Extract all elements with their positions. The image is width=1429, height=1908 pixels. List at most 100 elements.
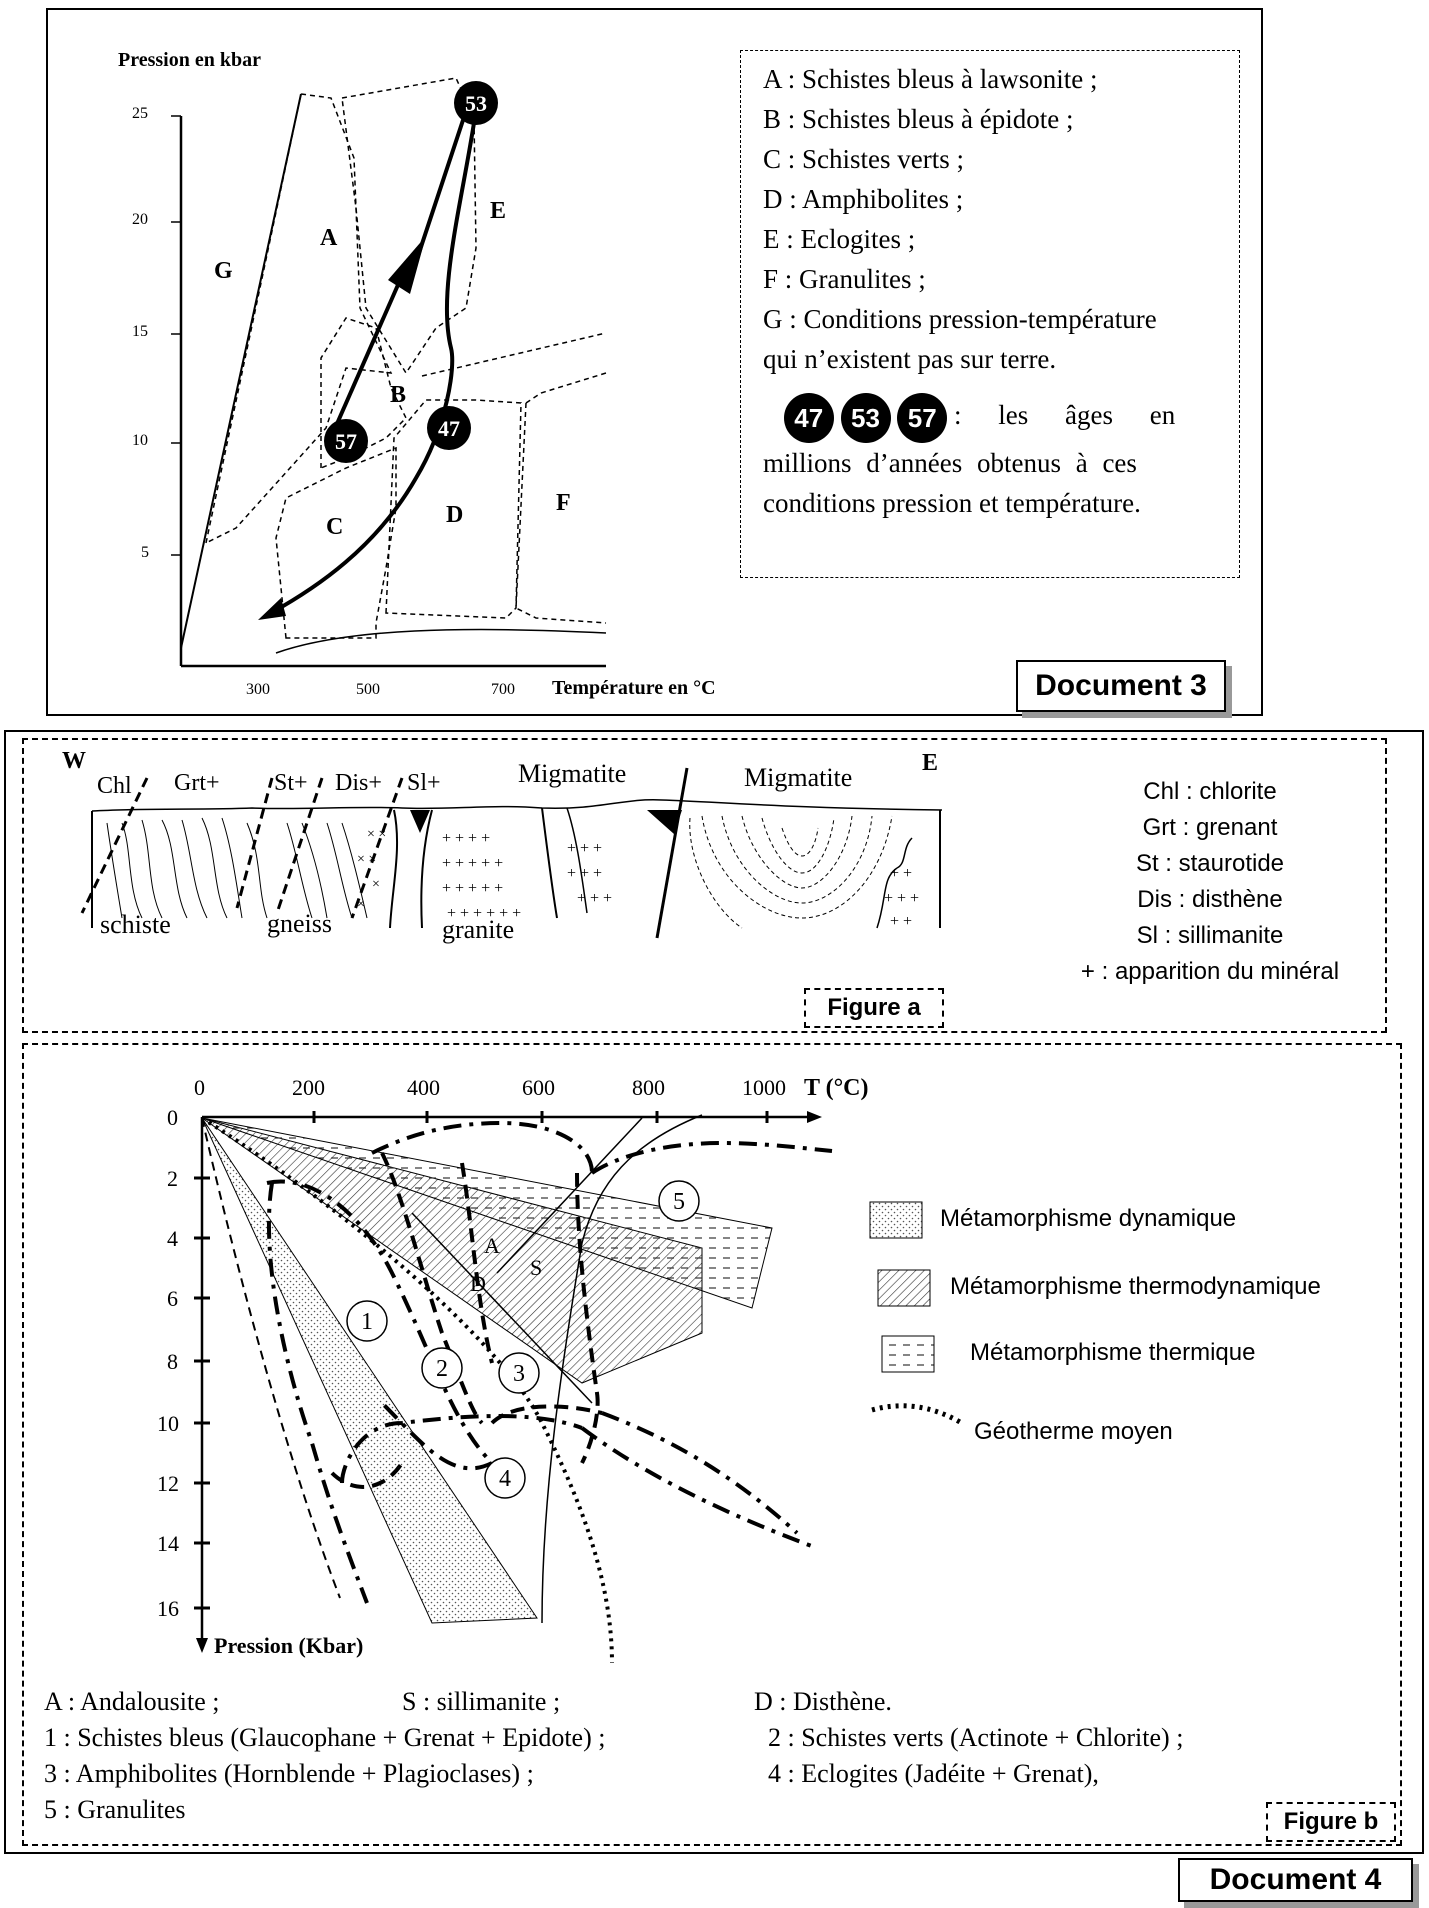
document-3-frame [46, 8, 1263, 716]
fb-ytick-4: 4 [167, 1226, 178, 1251]
fb-facies-4: 4 [499, 1466, 511, 1492]
fb-ytick-2: 2 [167, 1166, 178, 1191]
d3-badge-57: 57 [897, 393, 948, 443]
svg-text:+ + + + +: + + + + + [442, 855, 503, 872]
fb-xtick-200: 200 [292, 1075, 325, 1100]
svg-text:+ + +: + + + [884, 890, 919, 907]
d3-age-57: 57 [335, 429, 357, 454]
fb-key-geotherme: Géotherme moyen [974, 1418, 1173, 1445]
fb-key-dynamique: Métamorphisme dynamique [940, 1205, 1237, 1232]
figure-b-frame [22, 1043, 1402, 1846]
fb-legend-row3-a: 3 : Amphibolites (Hornblende + Plagiocla… [44, 1759, 534, 1788]
document-3-legend: A : Schistes bleus à lawsonite ; B : Sch… [740, 50, 1240, 578]
fig-a-rock-schiste: schiste [100, 910, 171, 939]
d3-legend-c: C : Schistes verts ; [763, 144, 964, 174]
fb-x-axis-label: T (°C) [804, 1075, 869, 1101]
fb-xtick-1000: 1000 [742, 1075, 786, 1100]
d3-zone-a: A [320, 225, 338, 251]
svg-text:+ + + + + +: + + + + + + [447, 905, 521, 922]
fb-facies-2: 2 [436, 1356, 448, 1382]
svg-text:+ +: + + [890, 865, 912, 882]
fig-a-key-dis: Dis : disthène [1137, 886, 1283, 913]
fb-facies-1: 1 [361, 1309, 373, 1335]
d3-legend-g-line2: qui n’existent pas sur terre. [763, 344, 1057, 374]
d3-zone-d: D [446, 502, 463, 528]
d3-zone-e: E [490, 198, 506, 224]
d3-zone-f: F [556, 490, 571, 516]
fig-a-zone-grt: Grt+ [174, 770, 220, 796]
fb-legend-row3-b: 4 : Eclogites (Jadéite + Grenat), [768, 1759, 1099, 1788]
figure-a-frame [22, 738, 1387, 1033]
svg-text:+ + +: + + + [577, 890, 612, 907]
fb-legend-row2-b: 2 : Schistes verts (Actinote + Chlorite)… [768, 1723, 1184, 1752]
svg-text:+ + + +: + + + + [442, 830, 490, 847]
svg-text:×: × [372, 877, 380, 892]
fig-a-zone-st: St+ [274, 770, 308, 796]
fig-a-migmatite-2: Migmatite [744, 763, 852, 792]
d3-ytick-10: 10 [132, 432, 148, 449]
fb-legend-row1-c: D : Disthène. [754, 1687, 892, 1716]
figure-b-label: Figure b [1266, 1802, 1396, 1842]
fig-a-zone-dis: Dis+ [335, 770, 382, 796]
fig-a-migmatite-1: Migmatite [518, 759, 626, 788]
document-3-title: Document 3 [1016, 660, 1226, 712]
fig-a-rock-granite: granite [442, 915, 514, 944]
fb-label-a: A [484, 1233, 500, 1258]
d3-age-badges-row: 47 53 57 : les âges en [763, 393, 1217, 443]
d3-legend-d: D : Amphibolites ; [763, 184, 964, 214]
figure-b-key-swatches [869, 1201, 962, 1425]
fb-xtick-800: 800 [632, 1075, 665, 1100]
d3-legend-f: F : Granulites ; [763, 264, 926, 294]
fb-ytick-12: 12 [157, 1471, 179, 1496]
svg-text:× ×: × × [367, 827, 386, 842]
d3-ytick-15: 15 [132, 323, 148, 340]
fb-facies-3: 3 [513, 1361, 525, 1387]
d3-legend-e: E : Eclogites ; [763, 224, 916, 254]
d3-age-47: 47 [438, 416, 460, 441]
fb-xtick-600: 600 [522, 1075, 555, 1100]
fb-label-s: S [530, 1255, 542, 1280]
document-3-pt-diagram: 25 20 15 10 5 300 500 700 Pression en kb… [118, 49, 716, 699]
svg-text:+ + +: + + + [567, 840, 602, 857]
figure-a-label: Figure a [804, 988, 944, 1028]
d3-xtick-500: 500 [356, 681, 380, 698]
d3-xtick-300: 300 [246, 681, 270, 698]
fb-legend-row1-b: S : sillimanite ; [402, 1687, 561, 1716]
figure-a-key: Chl : chlorite Grt : grenant St : stauro… [1040, 774, 1380, 990]
d3-ytick-25: 25 [132, 105, 148, 122]
d3-zone-b: B [390, 382, 406, 408]
fb-key-thermique: Métamorphisme thermique [970, 1339, 1256, 1366]
document-4-title: Document 4 [1178, 1858, 1413, 1902]
fb-xtick-0: 0 [194, 1075, 205, 1100]
d3-zone-c: C [326, 514, 343, 540]
fb-ytick-6: 6 [167, 1286, 178, 1311]
d3-legend-b: B : Schistes bleus à épidote ; [763, 104, 1074, 134]
d3-badge-53: 53 [840, 393, 891, 443]
fig-a-key-grt: Grt : grenant [1142, 814, 1278, 841]
fb-ytick-16: 16 [157, 1596, 179, 1621]
fb-xtick-400: 400 [407, 1075, 440, 1100]
fig-a-east: E [922, 750, 938, 776]
figure-b-pt-diagram: 0 200 400 600 800 1000 0 2 4 6 8 10 12 1… [157, 1075, 869, 1664]
fig-a-key-chl: Chl : chlorite [1143, 778, 1277, 805]
d3-age-text-3: conditions pression et température. [763, 488, 1141, 518]
fig-a-key-st: St : staurotide [1135, 850, 1285, 877]
fb-label-d: D [470, 1271, 486, 1296]
d3-zone-g: G [214, 258, 233, 284]
fb-ytick-10: 10 [157, 1411, 179, 1436]
svg-text:×: × [357, 897, 365, 912]
fb-ytick-0: 0 [167, 1105, 178, 1130]
svg-text:+ + + + +: + + + + + [442, 880, 503, 897]
fb-y-axis-label: Pression (Kbar) [214, 1633, 363, 1658]
d3-badge-47: 47 [783, 393, 834, 443]
fig-a-rock-gneiss: gneiss [267, 909, 332, 938]
fb-key-thermodynamique: Métamorphisme thermodynamique [950, 1273, 1321, 1300]
fig-a-zone-sl: Sl+ [407, 770, 441, 796]
fb-ytick-14: 14 [157, 1531, 179, 1556]
d3-age-text-1: : les âges en [954, 400, 1176, 431]
d3-ytick-20: 20 [132, 211, 148, 228]
d3-y-axis-label: Pression en kbar [118, 49, 261, 71]
fb-ytick-8: 8 [167, 1349, 178, 1374]
figure-a-cross-section: × ×× ××× + + + + + + + + + + + + + + + +… [62, 748, 943, 944]
d3-age-text-2: millions d’années obtenus à ces [763, 448, 1137, 478]
